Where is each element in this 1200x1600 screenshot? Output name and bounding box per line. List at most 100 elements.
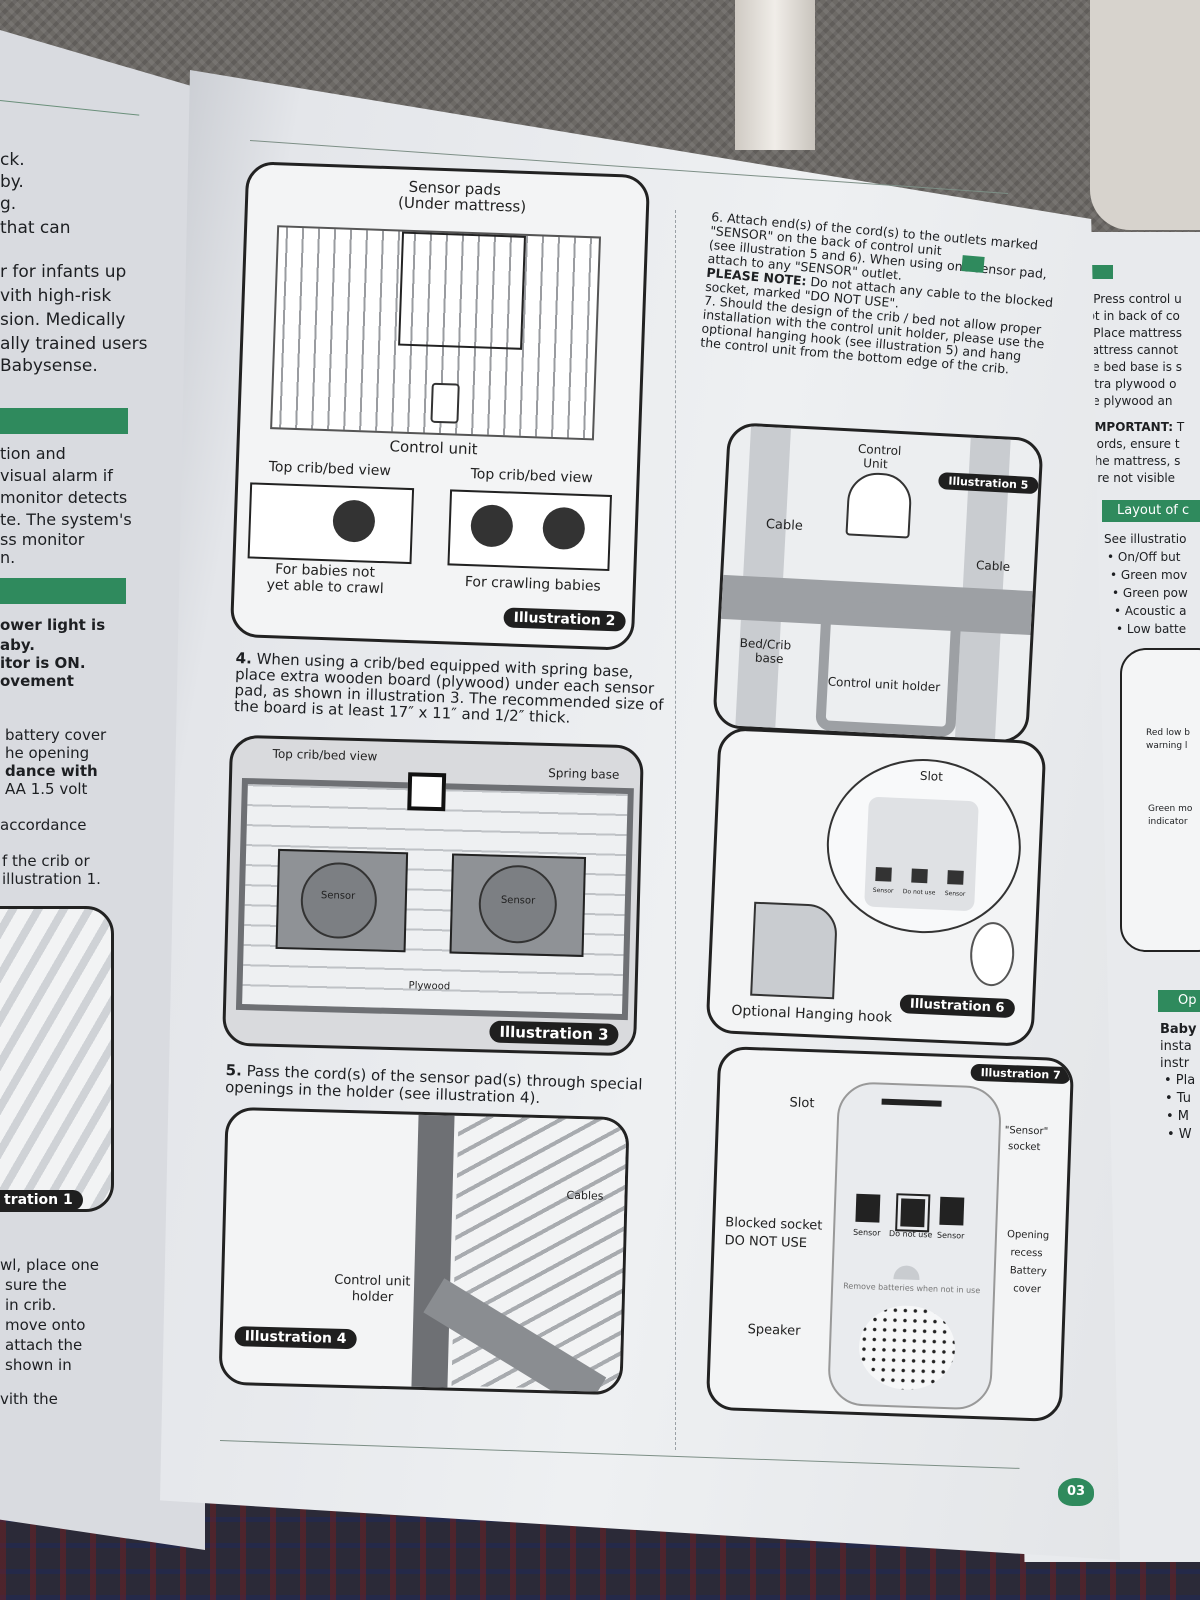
bullet: • W <box>1167 1127 1192 1142</box>
text-line: ower light is <box>0 616 106 634</box>
step-4: 4. When using a crib/bed equipped with s… <box>234 649 665 729</box>
illustration-6: Sensor Do not use Sensor Slot Optional H… <box>705 726 1047 1048</box>
control-unit-drawing <box>430 382 460 424</box>
top-view-single <box>247 482 415 565</box>
text-line: ally trained users <box>0 334 148 354</box>
battery-cover-label: cover <box>1012 1283 1042 1296</box>
sensor-socket-icon <box>855 1193 881 1223</box>
page-tab-marker <box>961 255 985 273</box>
control-unit-thumbnail <box>968 921 1016 988</box>
sensor-socket-icon <box>939 1196 965 1226</box>
text-line: the bed base is s <box>1080 360 1183 374</box>
text-line: by. <box>0 172 24 192</box>
text-line: ss monitor <box>0 530 85 549</box>
text-line: itor is ON. <box>0 654 86 672</box>
bullet: • Pla <box>1164 1073 1196 1088</box>
section-title: Layout of c <box>1117 503 1190 518</box>
holder-drawing <box>815 600 962 738</box>
text-line: illustration 1. <box>2 870 101 888</box>
bullet: • Tu <box>1165 1091 1192 1106</box>
text-line: vith the <box>0 1390 58 1408</box>
illustration-5: Control Unit Illustration 5 Cable Cable … <box>712 421 1044 745</box>
sensor-pads-label: (Under mattress) <box>397 193 527 216</box>
top-view-label: Top crib/bed view <box>470 466 593 487</box>
bullet: • On/Off but <box>1107 550 1181 564</box>
bullet: • M <box>1166 1109 1190 1124</box>
caption: For crawling babies <box>464 573 602 595</box>
text-line: mattress cannot <box>1080 343 1179 357</box>
illustration-3-badge: Illustration 3 <box>489 1020 619 1046</box>
sensor-socket-label: socket <box>1007 1141 1041 1154</box>
text-line: aby. <box>0 636 35 654</box>
socket-label: Do not use <box>902 888 936 897</box>
important-label: IMPORTANT: <box>1090 420 1174 434</box>
text-line: battery cover <box>5 726 107 744</box>
illustration-2-badge: Illustration 2 <box>503 607 626 632</box>
blocked-socket-label: Blocked socket <box>725 1215 823 1234</box>
illustration-1-badge: tration 1 <box>0 1190 83 1210</box>
text-line: are not visible <box>1090 471 1176 485</box>
text-line: sion. Medically <box>0 310 126 330</box>
text-line: move onto <box>5 1316 86 1334</box>
socket-label: Sensor <box>872 886 894 895</box>
label: Red low b <box>1146 728 1190 738</box>
blocked-socket-icon <box>911 868 928 884</box>
text-line: instr <box>1160 1056 1190 1071</box>
stand-leg <box>1090 0 1200 230</box>
control-unit-icon <box>407 772 447 812</box>
label: warning l <box>1146 741 1188 751</box>
sensor-socket-icon <box>947 870 964 885</box>
step-number: 5. <box>225 1061 243 1080</box>
text-line: n. <box>0 548 16 567</box>
bullet: • Green mov <box>1110 568 1188 582</box>
text-line: cords, ensure t <box>1090 437 1180 451</box>
socket-label: Do not use <box>888 1228 933 1240</box>
blocked-socket-icon <box>897 1195 929 1231</box>
text-line: AA 1.5 volt <box>5 780 88 798</box>
text-line: visual alarm if <box>0 466 113 485</box>
cable-label: Cable <box>975 558 1011 574</box>
cable-label: Cable <box>765 517 804 534</box>
speaker-label: Speaker <box>747 1322 801 1339</box>
text-line: f the crib or <box>2 852 90 870</box>
sensor-pad-outline <box>398 231 526 350</box>
opening-label: recess <box>1010 1247 1043 1260</box>
text-line: te. The system's <box>0 510 132 529</box>
text-line: he opening <box>5 744 90 762</box>
illustration-6-badge: Illustration 6 <box>899 994 1015 1019</box>
holder-label: holder <box>351 1289 394 1306</box>
text-line: See illustratio <box>1104 532 1187 546</box>
top-view-label: Top crib/bed view <box>268 459 392 480</box>
illustration-7-badge: Illustration 7 <box>970 1063 1071 1085</box>
socket-label: Sensor <box>936 1230 965 1241</box>
text-line: Babysense. <box>0 356 98 376</box>
label: indicator <box>1148 817 1188 827</box>
text-line: ovement <box>0 672 74 690</box>
text-line: shown in <box>5 1356 72 1374</box>
socket-label: Sensor <box>944 890 966 898</box>
sensor-socket-label: "Sensor" <box>1004 1124 1049 1138</box>
sensor-label: Sensor <box>320 890 356 902</box>
text-line: insta <box>1160 1039 1192 1054</box>
plywood-label: Plywood <box>408 980 451 993</box>
bullet: • Green pow <box>1112 586 1188 600</box>
column-divider <box>675 210 676 1450</box>
illustration-5-badge: Illustration 5 <box>938 472 1039 495</box>
control-unit-drawing <box>845 471 913 539</box>
text-line: extra plywood o <box>1080 377 1177 391</box>
illustration-4-badge: Illustration 4 <box>234 1326 357 1350</box>
top-view-label: Top crib/bed view <box>272 746 378 764</box>
slot-label: Slot <box>789 1095 815 1112</box>
important-text: T <box>1173 420 1185 434</box>
text-line: vith high-risk <box>0 286 112 306</box>
sensor-label: Sensor <box>500 894 536 907</box>
text-line: that can <box>0 218 71 238</box>
text-line: g. <box>0 194 17 214</box>
control-unit-label: Control unit <box>389 437 478 459</box>
bed-base-label: base <box>754 650 784 667</box>
sensor-socket-icon <box>875 866 892 882</box>
text-line: wl, place one <box>0 1256 100 1274</box>
caption: yet able to crawl <box>266 577 384 598</box>
hanging-hook-drawing <box>750 901 839 1000</box>
section-bar <box>1158 990 1200 1012</box>
